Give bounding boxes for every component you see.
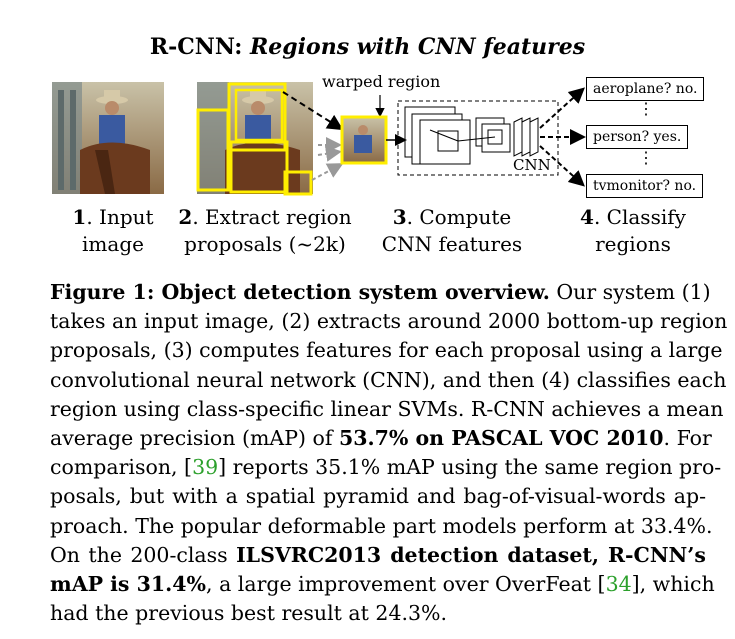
caption-line: Figure 1: Object detection system overvi…	[50, 280, 711, 304]
figure-caption: Figure 1: Object detection system overvi…	[50, 278, 728, 628]
step-1-caption: 1. Input image	[58, 204, 168, 258]
warped-region-label: warped region	[322, 72, 441, 91]
warp-arrow	[282, 91, 344, 131]
figure-title: R-CNN: Regions with CNN features	[0, 34, 735, 60]
class-box-aeroplane: aeroplane? no.	[586, 77, 705, 101]
caption-line: convolutional neural network (CNN), and …	[50, 367, 727, 392]
caption-line: had the previous best result at 24.3%.	[50, 601, 448, 626]
step-3-caption: 3. Compute CNN features	[372, 204, 532, 258]
figure-title-prefix: R-CNN:	[149, 34, 251, 60]
ilsvrc-result: ILSVRC2013 detection dataset, R-CNN’s	[236, 542, 706, 567]
step-number: 1	[72, 205, 87, 229]
step-text: image	[82, 232, 144, 256]
step-text: . Input	[86, 205, 154, 229]
step-text: regions	[595, 232, 671, 256]
step-number: 3	[392, 205, 407, 229]
caption-line: region using class-specific linear SVMs.…	[50, 396, 724, 421]
caption-line: On the 200-class ILSVRC2013 detection da…	[50, 542, 706, 567]
caption-line: posals, but with a spatial pyramid and b…	[50, 484, 706, 509]
citation-link-39[interactable]: 39	[192, 455, 219, 480]
warped-region-image	[340, 115, 388, 165]
step-number: 4	[580, 205, 594, 229]
caption-line: proach. The popular deformable part mode…	[50, 513, 713, 538]
caption-line: comparison, [39] reports 35.1% mAP using…	[50, 455, 722, 480]
voc-result: 53.7% on PASCAL VOC 2010	[338, 426, 664, 451]
step-text: . Classify	[593, 205, 686, 229]
map-result: mAP is 31.4%	[50, 572, 207, 597]
step-text: proposals (~2k)	[184, 232, 346, 256]
step-4-caption: 4. Classify regions	[568, 204, 698, 258]
step-2-caption: 2. Extract region proposals (~2k)	[170, 204, 360, 258]
input-image	[52, 82, 164, 194]
figure-title-italic: Regions with CNN features	[250, 34, 586, 60]
vertical-dots: ⋮	[638, 148, 654, 167]
class-box-person: person? yes.	[586, 125, 689, 149]
step-number: 2	[178, 205, 193, 229]
caption-label: Figure 1: Object detection system overvi…	[50, 280, 550, 304]
proposals-image	[196, 82, 313, 196]
caption-line: mAP is 31.4%, a large improvement over O…	[50, 572, 715, 597]
cnn-block	[397, 100, 559, 176]
caption-line: takes an input image, (2) extracts aroun…	[50, 309, 728, 334]
vertical-dots: ⋮	[638, 99, 654, 118]
cnn-label: CNN	[513, 156, 551, 174]
step-text: . Compute	[406, 205, 512, 229]
class-box-tvmonitor: tvmonitor? no.	[586, 174, 704, 198]
caption-line: proposals, (3) computes features for eac…	[50, 338, 723, 363]
caption-line: average precision (mAP) of 53.7% on PASC…	[50, 426, 712, 451]
step-text: . Extract region	[192, 205, 352, 229]
step-text: CNN features	[381, 232, 523, 256]
citation-link-34[interactable]: 34	[605, 572, 632, 597]
